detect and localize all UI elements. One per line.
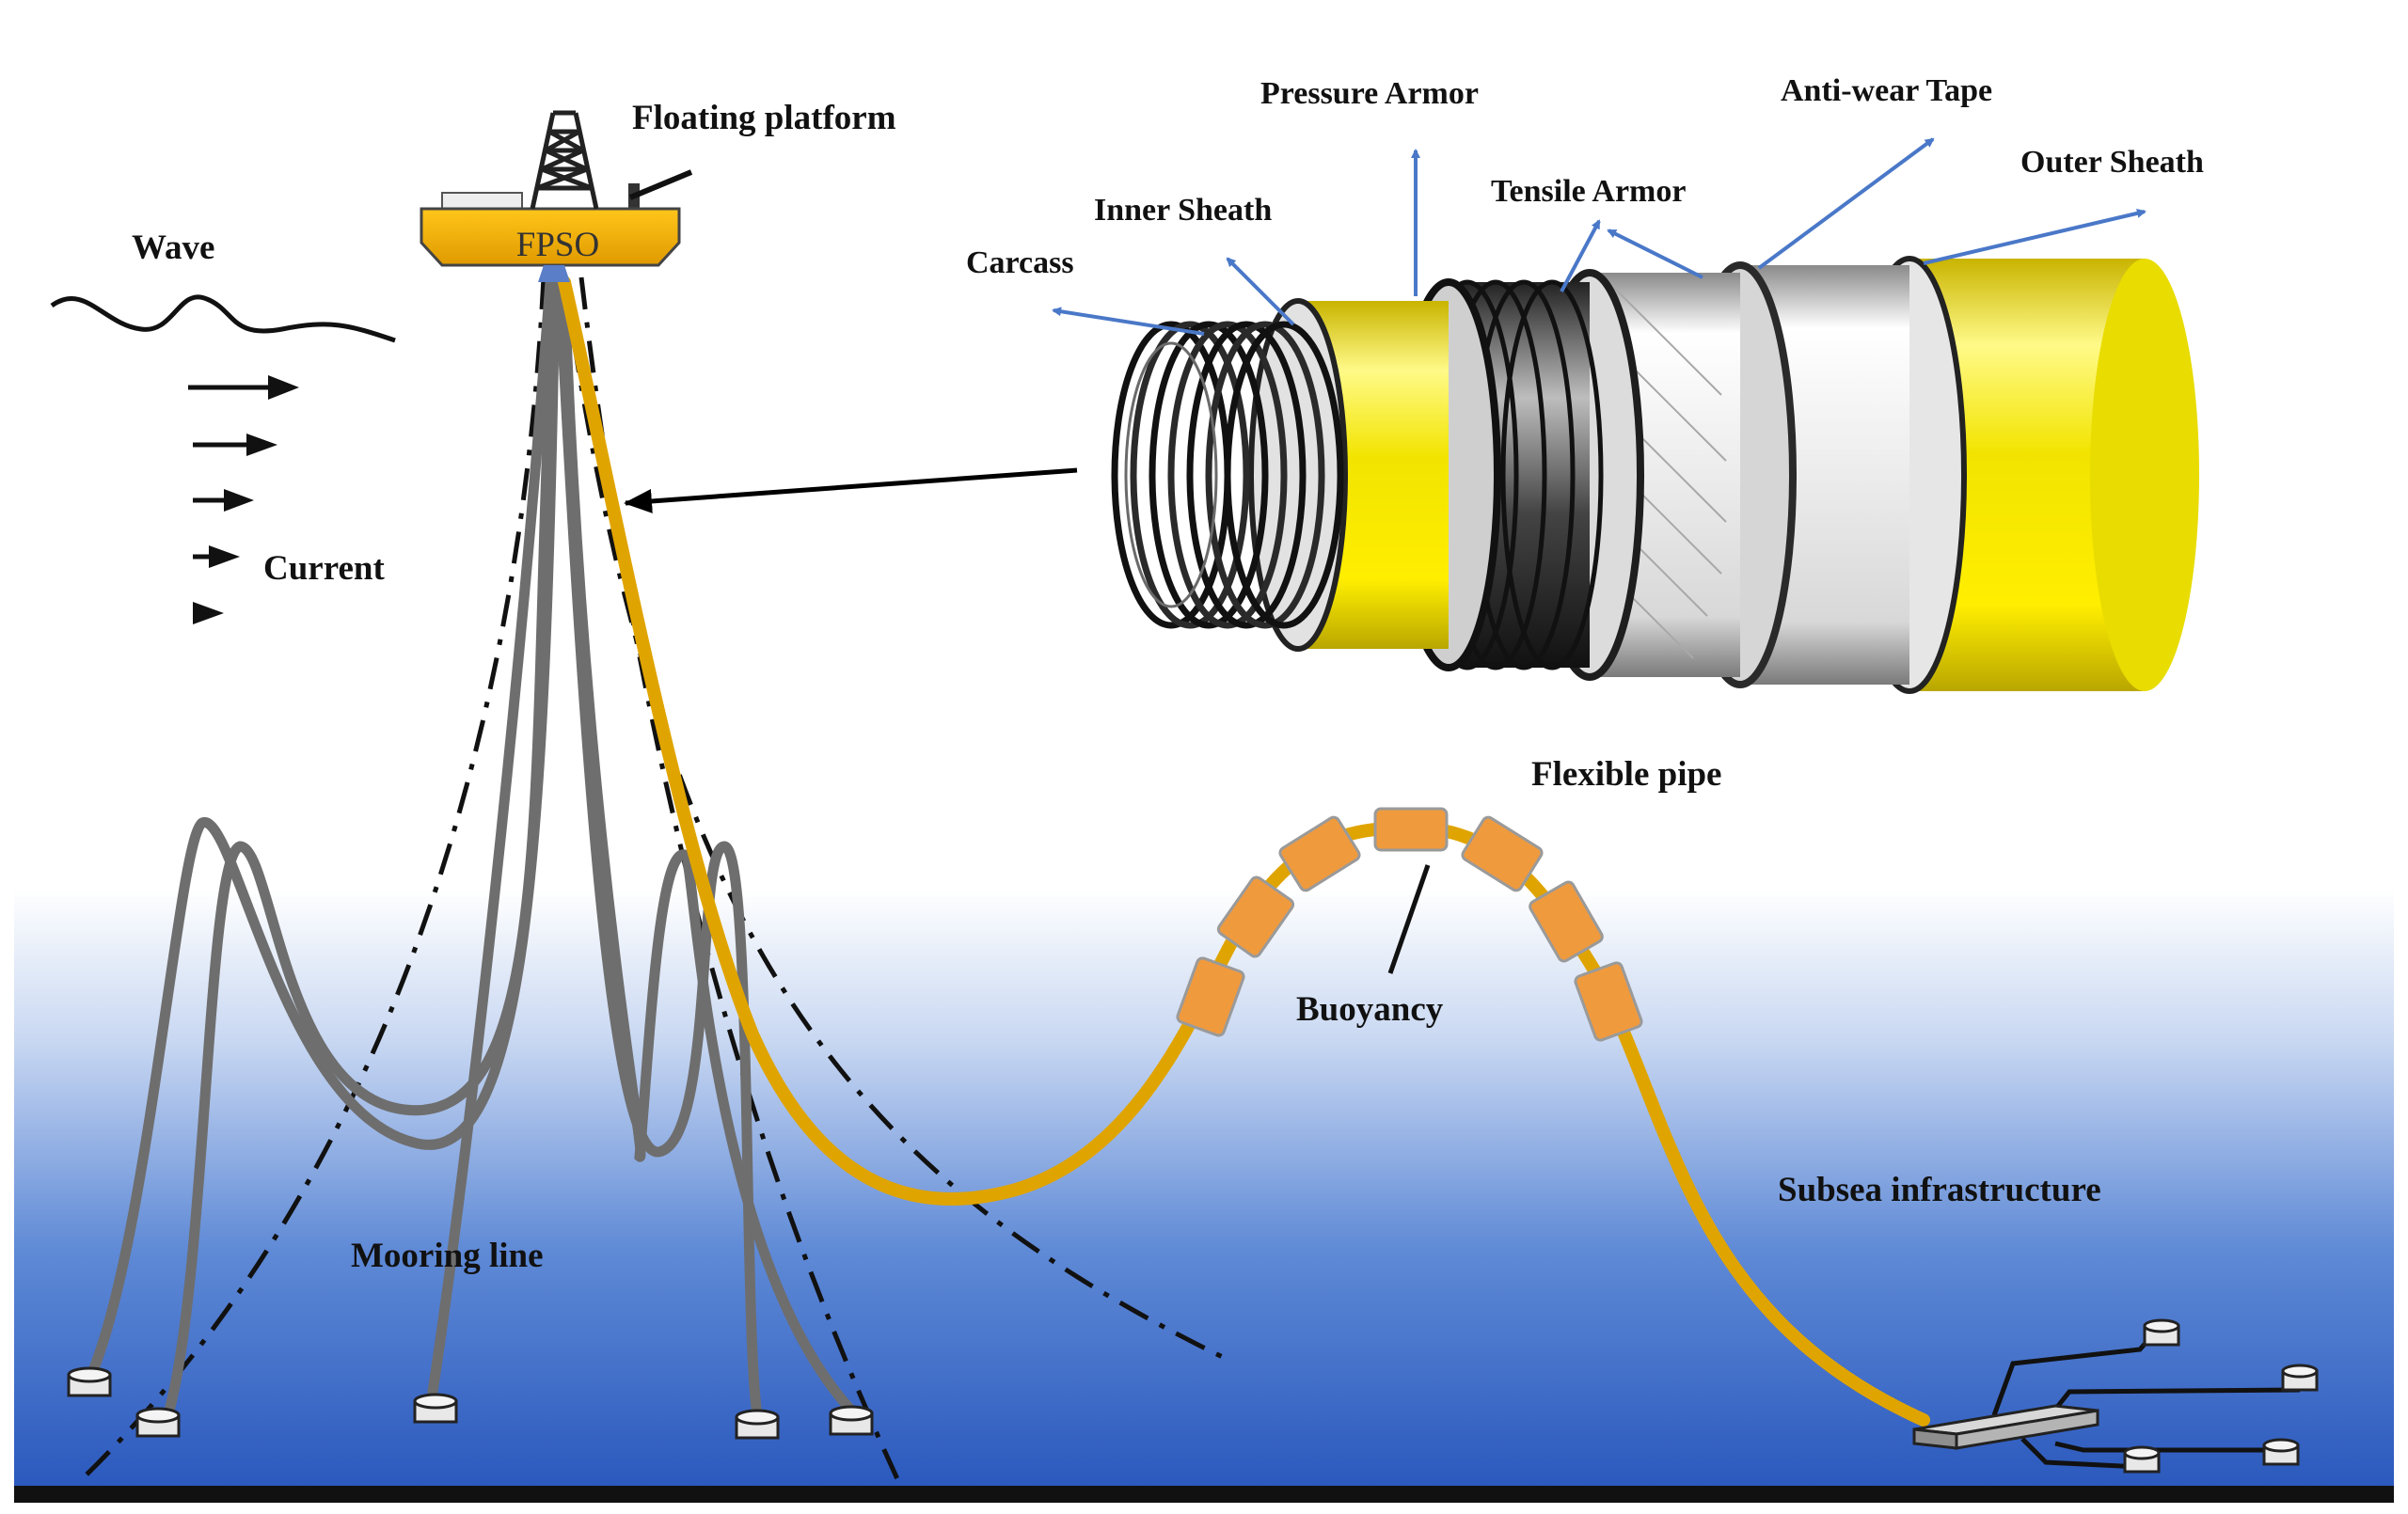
anchor-block-icon bbox=[67, 1366, 112, 1397]
derrick-tower-icon bbox=[530, 110, 599, 210]
tensile-armor-arrow bbox=[1607, 229, 1703, 279]
fpso-label: FPSO bbox=[516, 226, 599, 264]
wave-label: Wave bbox=[132, 229, 214, 267]
pipe-cross-section-illustration bbox=[1111, 256, 2199, 694]
tensile-armor-arrow bbox=[1560, 219, 1601, 292]
anti-wear-tape-label: Anti-wear Tape bbox=[1781, 73, 1992, 108]
current-label: Current bbox=[263, 549, 385, 588]
buoyancy-module bbox=[1529, 880, 1604, 963]
anchor-block-icon bbox=[829, 1405, 874, 1436]
floating-platform-label: Floating platform bbox=[632, 99, 896, 137]
subsea-manifold-icon bbox=[1912, 1318, 2319, 1474]
anti-wear-tape-arrow bbox=[1757, 137, 1935, 270]
carcass-arrow bbox=[1052, 307, 1205, 336]
outer-sheath-arrow bbox=[1923, 208, 2147, 265]
buoyancy-module bbox=[1574, 961, 1643, 1042]
pressure-armor-label: Pressure Armor bbox=[1260, 76, 1479, 111]
flexible-pipe-label: Flexible pipe bbox=[1531, 755, 1721, 794]
carcass-layer bbox=[1111, 321, 1344, 629]
buoyancy-module bbox=[1216, 875, 1295, 958]
mooring-lines bbox=[88, 276, 862, 1421]
buoyancy-leader-line bbox=[1387, 864, 1431, 974]
buoyancy-module bbox=[1461, 815, 1544, 892]
anchor-block-icon bbox=[135, 1407, 181, 1438]
mooring-line-label: Mooring line bbox=[351, 1237, 544, 1275]
carcass-label: Carcass bbox=[966, 245, 1074, 280]
anchor-block-icon bbox=[735, 1409, 780, 1440]
current-arrows bbox=[188, 375, 299, 624]
seabed-line bbox=[14, 1486, 2394, 1503]
anchor-block-icon bbox=[413, 1393, 458, 1424]
layer-callout-arrows bbox=[1052, 137, 2147, 336]
fpso-vessel-icon bbox=[420, 169, 693, 282]
outer-sheath-label: Outer Sheath bbox=[2020, 145, 2204, 180]
buoyancy-module bbox=[1373, 807, 1449, 852]
buoyancy-module bbox=[1278, 815, 1361, 892]
section-pointer-arrow bbox=[624, 467, 1078, 513]
inner-sheath-arrow bbox=[1226, 257, 1295, 326]
mooring-anchors bbox=[67, 1366, 874, 1440]
subsea-infrastructure-label: Subsea infrastructure bbox=[1778, 1171, 2101, 1209]
buoyancy-module bbox=[1176, 956, 1245, 1037]
inner-sheath-label: Inner Sheath bbox=[1094, 193, 1272, 228]
tensile-armor-label: Tensile Armor bbox=[1491, 174, 1686, 209]
wave-line bbox=[50, 294, 396, 343]
buoyancy-modules bbox=[1176, 807, 1643, 1042]
buoyancy-label: Buoyancy bbox=[1296, 990, 1444, 1029]
